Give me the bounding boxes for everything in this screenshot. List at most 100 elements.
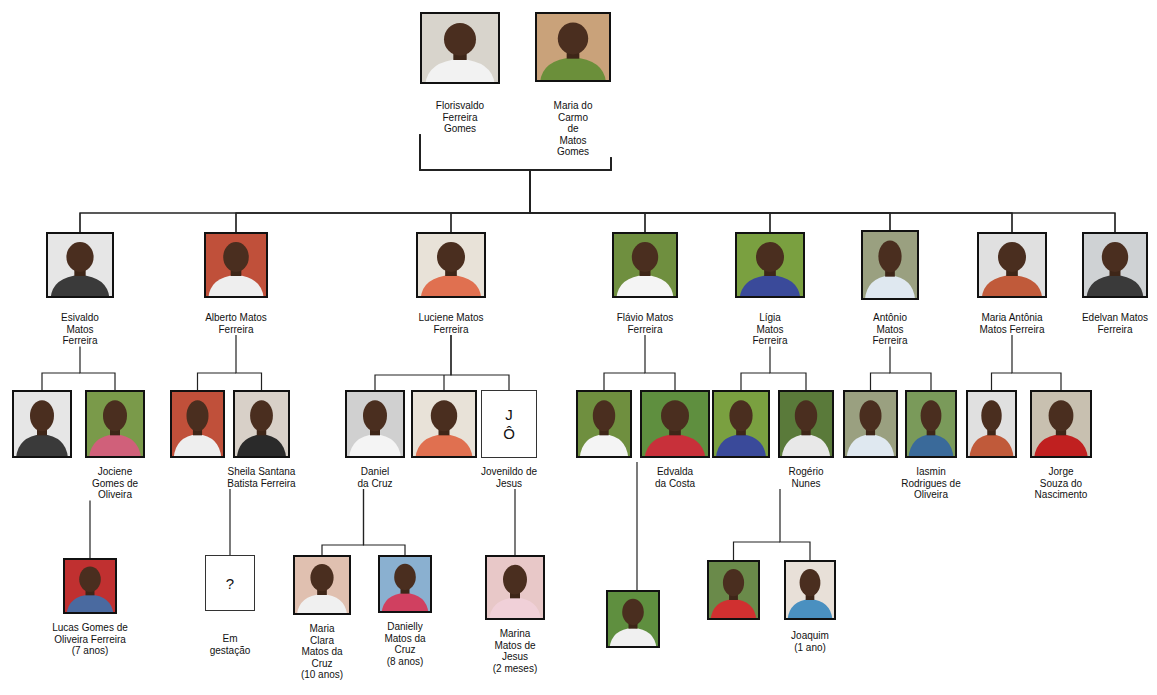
portrait-copy	[576, 390, 632, 458]
age-label: (2 meses)	[491, 663, 539, 675]
photo-frame	[778, 390, 834, 458]
person-node: Maria Clara Matos da Cruz(10 anos)	[293, 555, 351, 681]
portrait-figure	[425, 23, 494, 84]
photo-ground	[411, 390, 477, 458]
person-node: Joaquim(1 ano)	[784, 560, 836, 653]
family-line	[451, 158, 611, 233]
portrait-figure	[865, 241, 915, 300]
family-line	[236, 335, 262, 390]
family-line	[530, 158, 1115, 233]
portrait-figure	[237, 400, 286, 458]
person-name: Edvalda da Costa	[653, 466, 698, 489]
blank-box: ?	[205, 555, 255, 611]
photo-ground	[85, 390, 145, 458]
family-line	[375, 335, 451, 390]
family-line	[229, 489, 230, 555]
person-node: Flávio Matos Ferreira	[610, 232, 680, 335]
photo-frame	[85, 390, 145, 458]
person-name: Lígia Matos Ferreira	[746, 312, 794, 347]
portrait	[204, 232, 268, 298]
age-label: (1 ano)	[788, 642, 832, 654]
family-line	[530, 158, 645, 233]
portrait	[778, 390, 834, 458]
photo-frame	[977, 232, 1047, 298]
person-node: Daniel da Cruz	[345, 390, 405, 489]
portrait	[784, 560, 836, 620]
portrait-figure	[645, 400, 706, 458]
photo-ground	[535, 12, 611, 82]
photo-ground	[485, 555, 545, 620]
person-node: Edvalda da Costa	[640, 390, 710, 489]
person-node: Antônio Matos Ferreira	[861, 230, 919, 347]
photo-ground	[735, 232, 805, 298]
person-name: Flávio Matos Ferreira	[610, 312, 680, 335]
portrait-figure	[382, 564, 429, 613]
photo-frame	[905, 390, 957, 458]
family-line	[89, 501, 90, 559]
portrait	[378, 555, 432, 613]
portrait	[1082, 232, 1148, 298]
bracket-arm	[871, 373, 891, 390]
family-line	[420, 135, 530, 233]
portrait-figure	[208, 242, 263, 298]
photo-frame	[535, 12, 611, 82]
person-name: Jorge Souza do Nascimento	[1034, 466, 1088, 501]
photo-ground	[345, 390, 405, 458]
person-name: Lucas Gomes de Oliveira Ferreira	[48, 622, 132, 645]
portrait-figure	[787, 569, 832, 620]
photo-frame	[204, 232, 268, 298]
photo-ground	[784, 560, 836, 620]
family-line	[420, 135, 770, 233]
photo-frame	[412, 391, 476, 457]
person-name: Maria Clara Matos da Cruz	[300, 623, 344, 669]
family-line	[80, 347, 115, 391]
person-name: Maria Antônia Matos Ferreira	[979, 312, 1045, 335]
portrait-copy	[606, 590, 660, 648]
person-name: Florisvaldo Ferreira Gomes	[430, 100, 490, 135]
portrait-figure	[489, 565, 541, 620]
portrait-figure	[349, 400, 401, 458]
portrait	[485, 555, 545, 620]
photo-ground	[63, 558, 117, 614]
portrait-figure	[297, 564, 347, 615]
photo-frame	[708, 561, 759, 619]
portrait-copy	[966, 390, 1017, 458]
person-node: Marina Matos de Jesus(2 meses)	[485, 555, 545, 674]
person-node: Luciene Matos Ferreira	[416, 232, 486, 335]
bracket-arm	[741, 373, 770, 390]
family-line	[236, 158, 611, 233]
portrait-copy	[712, 390, 770, 458]
portrait	[905, 390, 957, 458]
person-node: Alberto Matos Ferreira	[201, 232, 271, 335]
portrait-copy	[12, 390, 72, 458]
photo-ground	[977, 232, 1047, 298]
age-label: (7 anos)	[48, 645, 132, 657]
bracket-arm	[992, 373, 1013, 390]
person-name: Sheila Santana Batista Ferreira	[225, 466, 299, 489]
portrait-figure	[16, 400, 68, 458]
photo-frame	[844, 391, 897, 457]
person-name: Luciene Matos Ferreira	[416, 312, 486, 335]
photo-frame	[378, 555, 432, 613]
photo-ground	[707, 560, 760, 620]
person-name: Alberto Matos Ferreira	[201, 312, 271, 335]
photo-ground	[416, 232, 486, 298]
person-name: Joaquim	[788, 630, 832, 642]
person-name: Iasmin Rodrigues de Oliveira	[899, 466, 963, 501]
person-name: Marina Matos de Jesus	[491, 628, 539, 663]
portrait-figure	[1086, 242, 1143, 298]
family-line	[530, 158, 770, 233]
photo-frame	[63, 558, 117, 614]
person-name: Jociene Gomes de Oliveira	[90, 466, 140, 501]
person-node: Danielly Matos da Cruz(8 anos)	[378, 555, 432, 667]
photo-ground	[1082, 232, 1148, 298]
person-node: ?Em gestação	[205, 555, 255, 656]
person-node: Lígia Matos Ferreira	[735, 232, 805, 347]
photo-frame	[967, 391, 1016, 457]
person-name: Edelvan Matos Ferreira	[1080, 312, 1150, 335]
photo-ground	[378, 555, 432, 613]
photo-frame	[1030, 390, 1092, 458]
portrait-figure	[540, 23, 606, 82]
portrait	[345, 390, 405, 458]
blank-box: J Ô	[481, 390, 537, 458]
